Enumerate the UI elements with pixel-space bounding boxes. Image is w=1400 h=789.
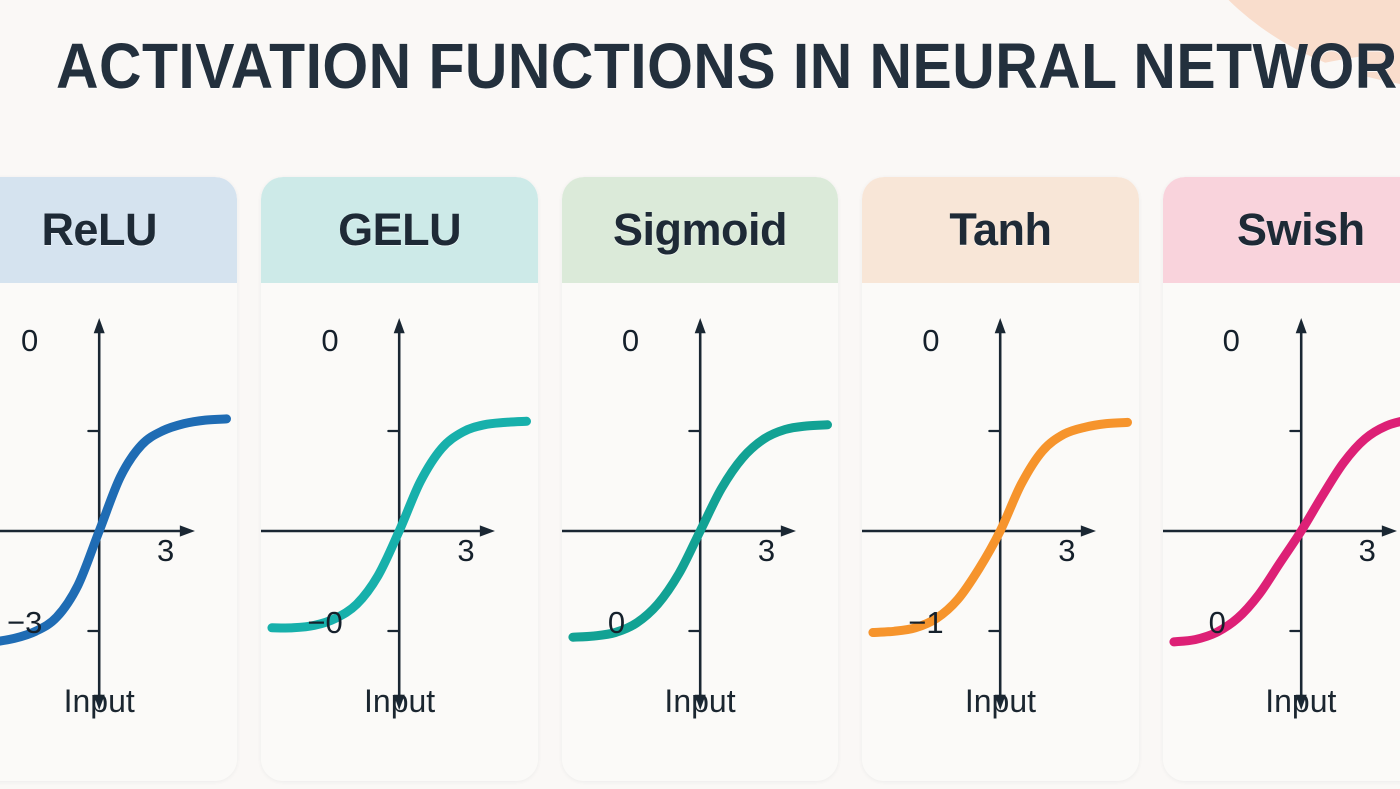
card-title: Sigmoid	[613, 204, 788, 255]
card-header-relu: ReLU	[0, 177, 238, 283]
x-axis-title: Input	[63, 683, 135, 719]
y-axis-top-label: 0	[21, 323, 39, 358]
card-title: ReLU	[41, 204, 157, 255]
y-axis-top-label: 0	[321, 323, 339, 358]
y-axis-bottom-label: 0	[607, 605, 626, 640]
x-axis-title: Input	[964, 683, 1036, 719]
x-axis-right-label: 3	[757, 533, 776, 568]
card-title: Tanh	[949, 204, 1052, 255]
y-axis-bottom-label: −3	[7, 605, 43, 640]
activation-curve-plot	[1162, 283, 1400, 781]
card-header-sigmoid: Sigmoid	[561, 177, 839, 283]
card-header-tanh: Tanh	[862, 177, 1139, 283]
activation-curve-plot	[862, 283, 1138, 781]
activation-curve-plot	[261, 283, 537, 781]
y-axis-top-label: 0	[922, 323, 940, 358]
x-axis-right-label: 3	[1358, 533, 1376, 568]
card-title: Swish	[1237, 204, 1365, 255]
card-header-swish: Swish	[1162, 177, 1400, 283]
x-axis-right-label: 3	[1058, 533, 1076, 568]
y-axis-bottom-label: −1	[908, 605, 944, 640]
y-axis-bottom-label: 0	[1208, 605, 1226, 640]
x-axis-title: Input	[1265, 683, 1337, 719]
y-axis-bottom-label: −0	[307, 605, 343, 640]
card-header-gelu: GELU	[261, 177, 538, 283]
x-axis-right-label: 3	[457, 533, 475, 568]
y-axis-top-label: 0	[621, 323, 640, 358]
card-title: GELU	[338, 204, 462, 255]
activation-curve-plot	[561, 283, 838, 781]
activation-curve-plot	[0, 283, 237, 781]
x-axis-title: Input	[364, 683, 436, 719]
x-axis-right-label: 3	[157, 533, 175, 568]
y-axis-top-label: 0	[1222, 323, 1240, 358]
x-axis-title: Input	[664, 683, 736, 719]
page-title: ACTIVATION FUNCTIONS IN NEURAL NETWORKS	[56, 30, 1400, 102]
